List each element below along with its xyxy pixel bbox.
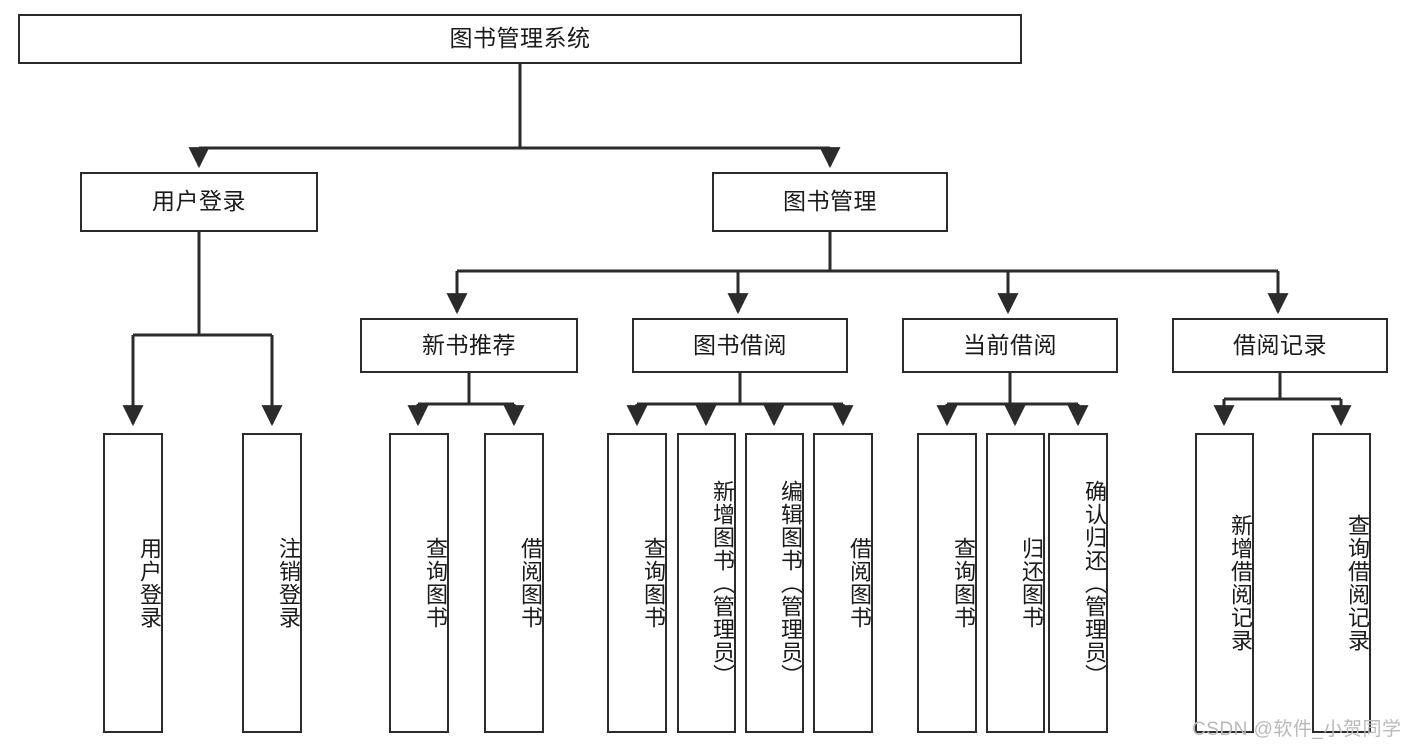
node-book-management[interactable]: 图书管理 (712, 172, 948, 232)
node-leaf-query-book-3[interactable]: 查询图书 (917, 433, 977, 733)
node-leaf-add-book[interactable]: 新增图书（管理员） (677, 433, 736, 733)
node-label: 图书借阅 (693, 331, 787, 358)
node-label: 新增借阅记录 (1228, 514, 1253, 652)
node-label: 借阅图书 (847, 537, 872, 629)
node-label: 图书管理系统 (449, 25, 591, 52)
node-label: 注销登录 (276, 537, 301, 629)
node-book-borrow[interactable]: 图书借阅 (632, 318, 848, 373)
node-label: 编辑图书（管理员） (778, 479, 803, 687)
node-label: 查询图书 (423, 537, 448, 629)
node-leaf-add-record[interactable]: 新增借阅记录 (1195, 433, 1254, 733)
node-label: 查询图书 (951, 537, 976, 629)
node-borrow-record[interactable]: 借阅记录 (1172, 318, 1388, 373)
node-book-management-system[interactable]: 图书管理系统 (18, 14, 1022, 64)
node-label: 借阅记录 (1233, 331, 1327, 358)
node-label: 借阅图书 (518, 537, 543, 629)
node-leaf-query-book-2[interactable]: 查询图书 (607, 433, 667, 733)
node-leaf-confirm-return[interactable]: 确认归还（管理员） (1048, 433, 1108, 733)
node-leaf-borrow-book-2[interactable]: 借阅图书 (813, 433, 873, 733)
node-label: 新书推荐 (422, 331, 516, 358)
node-leaf-return-book[interactable]: 归还图书 (986, 433, 1045, 733)
node-label: 用户登录 (137, 537, 162, 629)
node-label: 新增图书（管理员） (710, 479, 735, 687)
node-label: 确认归还（管理员） (1082, 479, 1107, 687)
node-leaf-edit-book[interactable]: 编辑图书（管理员） (745, 433, 804, 733)
node-leaf-query-book-1[interactable]: 查询图书 (389, 433, 449, 733)
node-label: 图书管理 (783, 188, 877, 215)
node-label: 用户登录 (152, 188, 246, 215)
csdn-watermark: CSDN @软件_小贺同学 (1192, 719, 1402, 740)
node-label: 归还图书 (1019, 537, 1044, 629)
node-leaf-query-record[interactable]: 查询借阅记录 (1312, 433, 1371, 733)
node-new-book-recommend[interactable]: 新书推荐 (360, 318, 578, 373)
node-label: 查询借阅记录 (1345, 514, 1370, 652)
node-current-borrow[interactable]: 当前借阅 (902, 318, 1118, 373)
node-label: 当前借阅 (963, 331, 1057, 358)
node-label: 查询图书 (641, 537, 666, 629)
node-leaf-logout[interactable]: 注销登录 (242, 433, 302, 733)
node-user-login[interactable]: 用户登录 (80, 172, 318, 232)
node-leaf-borrow-book-1[interactable]: 借阅图书 (484, 433, 544, 733)
node-leaf-user-login[interactable]: 用户登录 (103, 433, 163, 733)
